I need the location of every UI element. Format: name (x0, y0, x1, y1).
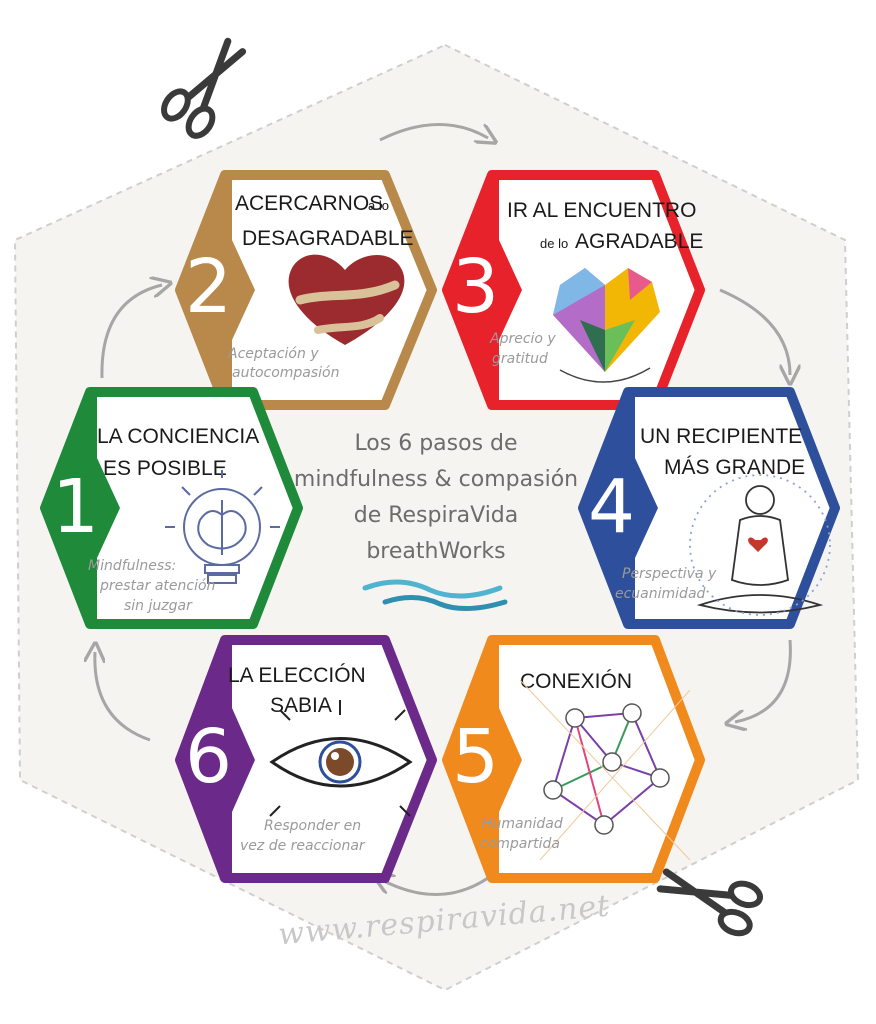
step-caption: sin juzgar (124, 598, 193, 614)
step-title-connector: de lo (540, 236, 568, 251)
arrow-2-to-3 (379, 123, 488, 140)
center-line: breathWorks (366, 539, 505, 564)
step-caption: vez de reaccionar (240, 838, 366, 854)
step-caption: Perspectiva y (622, 566, 717, 582)
step-1-hexagon[interactable]: 1 LA CONCIENCIA ES POSIBLE Mindfulness: … (40, 387, 303, 629)
step-title: LA ELECCIÓN (228, 664, 366, 687)
step-number: 6 (185, 714, 232, 800)
step-caption: Humanidad (482, 816, 563, 832)
step-title: DESAGRADABLE (242, 227, 414, 250)
center-title: Los 6 pasos de mindfulness & compasión d… (294, 431, 578, 564)
step-4-hexagon[interactable]: 4 UN RECIPIENTE MÁS GRANDE Perspectiva y… (578, 387, 840, 629)
arrow-4-to-5 (735, 639, 792, 722)
step-number: 5 (452, 714, 499, 800)
meditating-person-icon (689, 474, 831, 616)
step-2-hexagon[interactable]: 2 ACERCARNOS a lo DESAGRADABLE Aceptació… (175, 170, 437, 410)
hugging-heart-icon (288, 254, 405, 345)
step-title: ES POSIBLE (103, 457, 227, 480)
step-caption: autocompasión (232, 365, 340, 381)
step-title: ACERCARNOS (235, 192, 383, 215)
step-caption: Aceptación y (227, 346, 319, 362)
cycle-arrows (95, 123, 792, 896)
step-title: MÁS GRANDE (664, 456, 805, 479)
step-title: UN RECIPIENTE (640, 425, 802, 448)
step-number: 1 (52, 464, 99, 550)
network-people-icon (519, 679, 691, 861)
step-number: 4 (588, 464, 635, 550)
step-title: CONEXIÓN (520, 670, 632, 693)
step-title: IR AL ENCUENTRO (507, 199, 696, 222)
arrow-1-to-2 (100, 285, 162, 379)
step-6-hexagon[interactable]: 6 LA ELECCIÓN SABIA Responder en vez de … (175, 635, 437, 883)
step-caption: gratitud (492, 351, 548, 367)
center-line: de RespiraVida (354, 503, 519, 528)
step-caption: Aprecio y (489, 331, 556, 347)
center-line: mindfulness & compasión (294, 467, 578, 492)
step-title-connector: a lo (368, 198, 389, 213)
wave-logo-icon (362, 579, 508, 612)
arrow-3-to-4 (719, 288, 790, 375)
arrow-6-to-1 (95, 652, 151, 742)
mosaic-heart-icon (553, 268, 660, 383)
step-title: AGRADABLE (575, 230, 703, 253)
step-caption: ecuanimidad (615, 586, 706, 602)
step-number: 3 (452, 244, 499, 330)
step-caption: prestar atención (99, 578, 215, 594)
step-3-hexagon[interactable]: 3 IR AL ENCUENTRO de lo AGRADABLE Apreci… (442, 170, 705, 410)
scissors-icon-top (161, 37, 247, 139)
step-caption: Mindfulness: (88, 558, 176, 574)
step-5-hexagon[interactable]: 5 CONEXIÓN Humanidad compartida (442, 635, 705, 883)
scissors-icon-bottom (656, 868, 763, 937)
center-line: Los 6 pasos de (354, 431, 517, 456)
step-caption: compartida (480, 836, 560, 852)
step-title: SABIA (270, 694, 332, 717)
lightbulb-brain-icon (165, 470, 280, 584)
step-number: 2 (185, 244, 232, 330)
arrow-5-to-6 (382, 878, 489, 896)
step-title: LA CONCIENCIA (97, 425, 259, 448)
step-caption: Responder en (264, 818, 361, 834)
eye-icon (269, 700, 413, 817)
